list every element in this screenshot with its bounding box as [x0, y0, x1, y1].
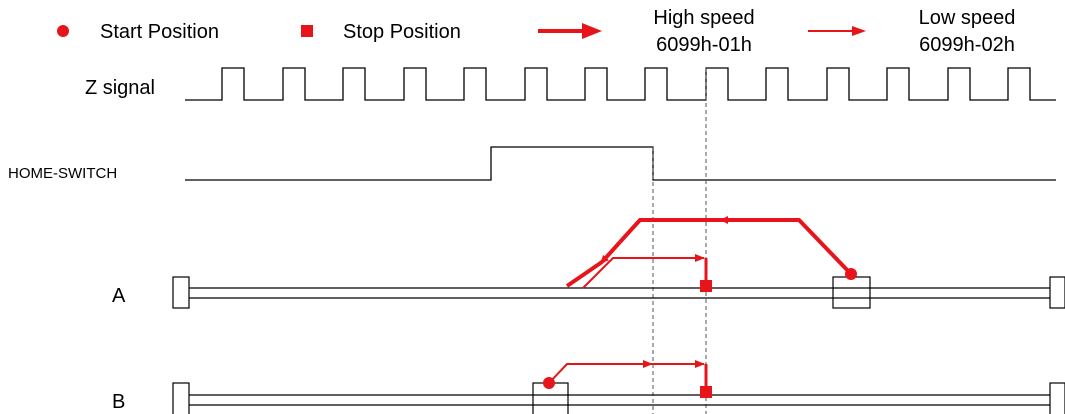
row-a-stop-marker [700, 280, 712, 292]
legend: Start Position Stop Position High speed … [57, 7, 1015, 56]
z-signal-waveform [185, 67, 1056, 101]
row-b-path [543, 360, 712, 398]
row-b-stop-marker [700, 386, 712, 398]
high-speed-arrow-icon [538, 23, 602, 39]
row-b-start-marker [543, 377, 555, 389]
z-signal-label: Z signal [85, 77, 155, 99]
high-speed-object-label: 6099h-01h [656, 34, 752, 56]
low-speed-arrow-icon [808, 26, 866, 36]
home-switch-waveform [185, 146, 1056, 181]
start-position-label: Start Position [100, 21, 219, 43]
row-a-path [565, 216, 857, 292]
row-a-label: A [112, 285, 126, 307]
start-position-marker-icon [57, 25, 69, 37]
row-b-axis [172, 382, 1065, 414]
low-speed-label: Low speed [919, 7, 1016, 29]
high-speed-label: High speed [653, 7, 754, 29]
row-a-axis [172, 276, 1065, 309]
row-b-label: B [112, 391, 125, 413]
home-switch-label: HOME-SWITCH [8, 165, 117, 182]
row-a-start-marker [845, 268, 857, 280]
stop-position-label: Stop Position [343, 21, 461, 43]
stop-position-marker-icon [301, 25, 313, 37]
low-speed-object-label: 6099h-02h [919, 34, 1015, 56]
